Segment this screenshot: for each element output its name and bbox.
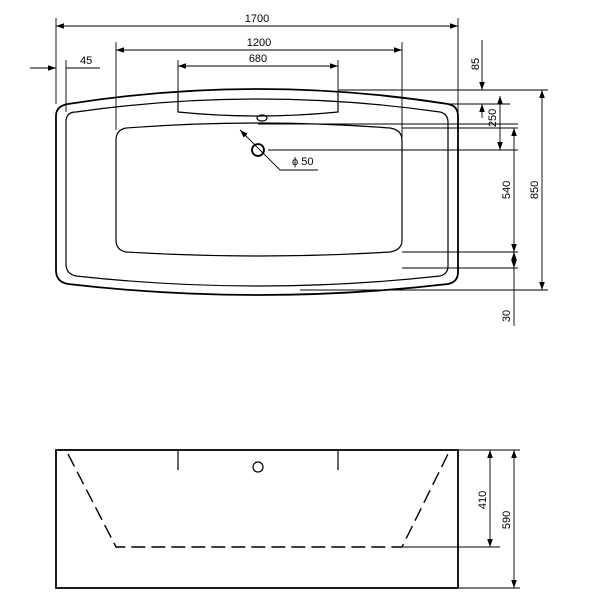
- dim-label-540: 540: [501, 181, 513, 199]
- dim-label-1200: 1200: [247, 37, 271, 49]
- drain-hole: [251, 143, 265, 157]
- dim-label-45: 45: [80, 55, 92, 67]
- tub-rim-inner-outline: [65, 98, 449, 287]
- overflow-hole: [256, 114, 268, 122]
- dim-label-680: 680: [249, 53, 267, 65]
- tub-basin-outline: [115, 122, 403, 257]
- overflow-hole-side: [252, 461, 264, 473]
- dim-label-1700: 1700: [245, 13, 269, 25]
- dim-label-590: 590: [501, 511, 513, 529]
- drain-leader: [239, 129, 281, 171]
- side-view: 410 590: [55, 449, 520, 589]
- dim-label-30: 30: [501, 310, 513, 322]
- dim-label-850: 850: [529, 181, 541, 199]
- headrest-outline: [177, 93, 339, 117]
- dim-label-250: 250: [487, 109, 499, 127]
- tub-outer-outline: [55, 88, 459, 296]
- inner-basin-dashed-profile: [67, 453, 449, 548]
- side-view-outline: [55, 449, 459, 589]
- dim-label-410: 410: [477, 491, 489, 509]
- dim-label-85: 85: [470, 58, 482, 70]
- drain-diameter-label: ϕ 50: [292, 156, 313, 168]
- top-view: 1700 1200 680 45 ϕ 50 85: [30, 13, 548, 326]
